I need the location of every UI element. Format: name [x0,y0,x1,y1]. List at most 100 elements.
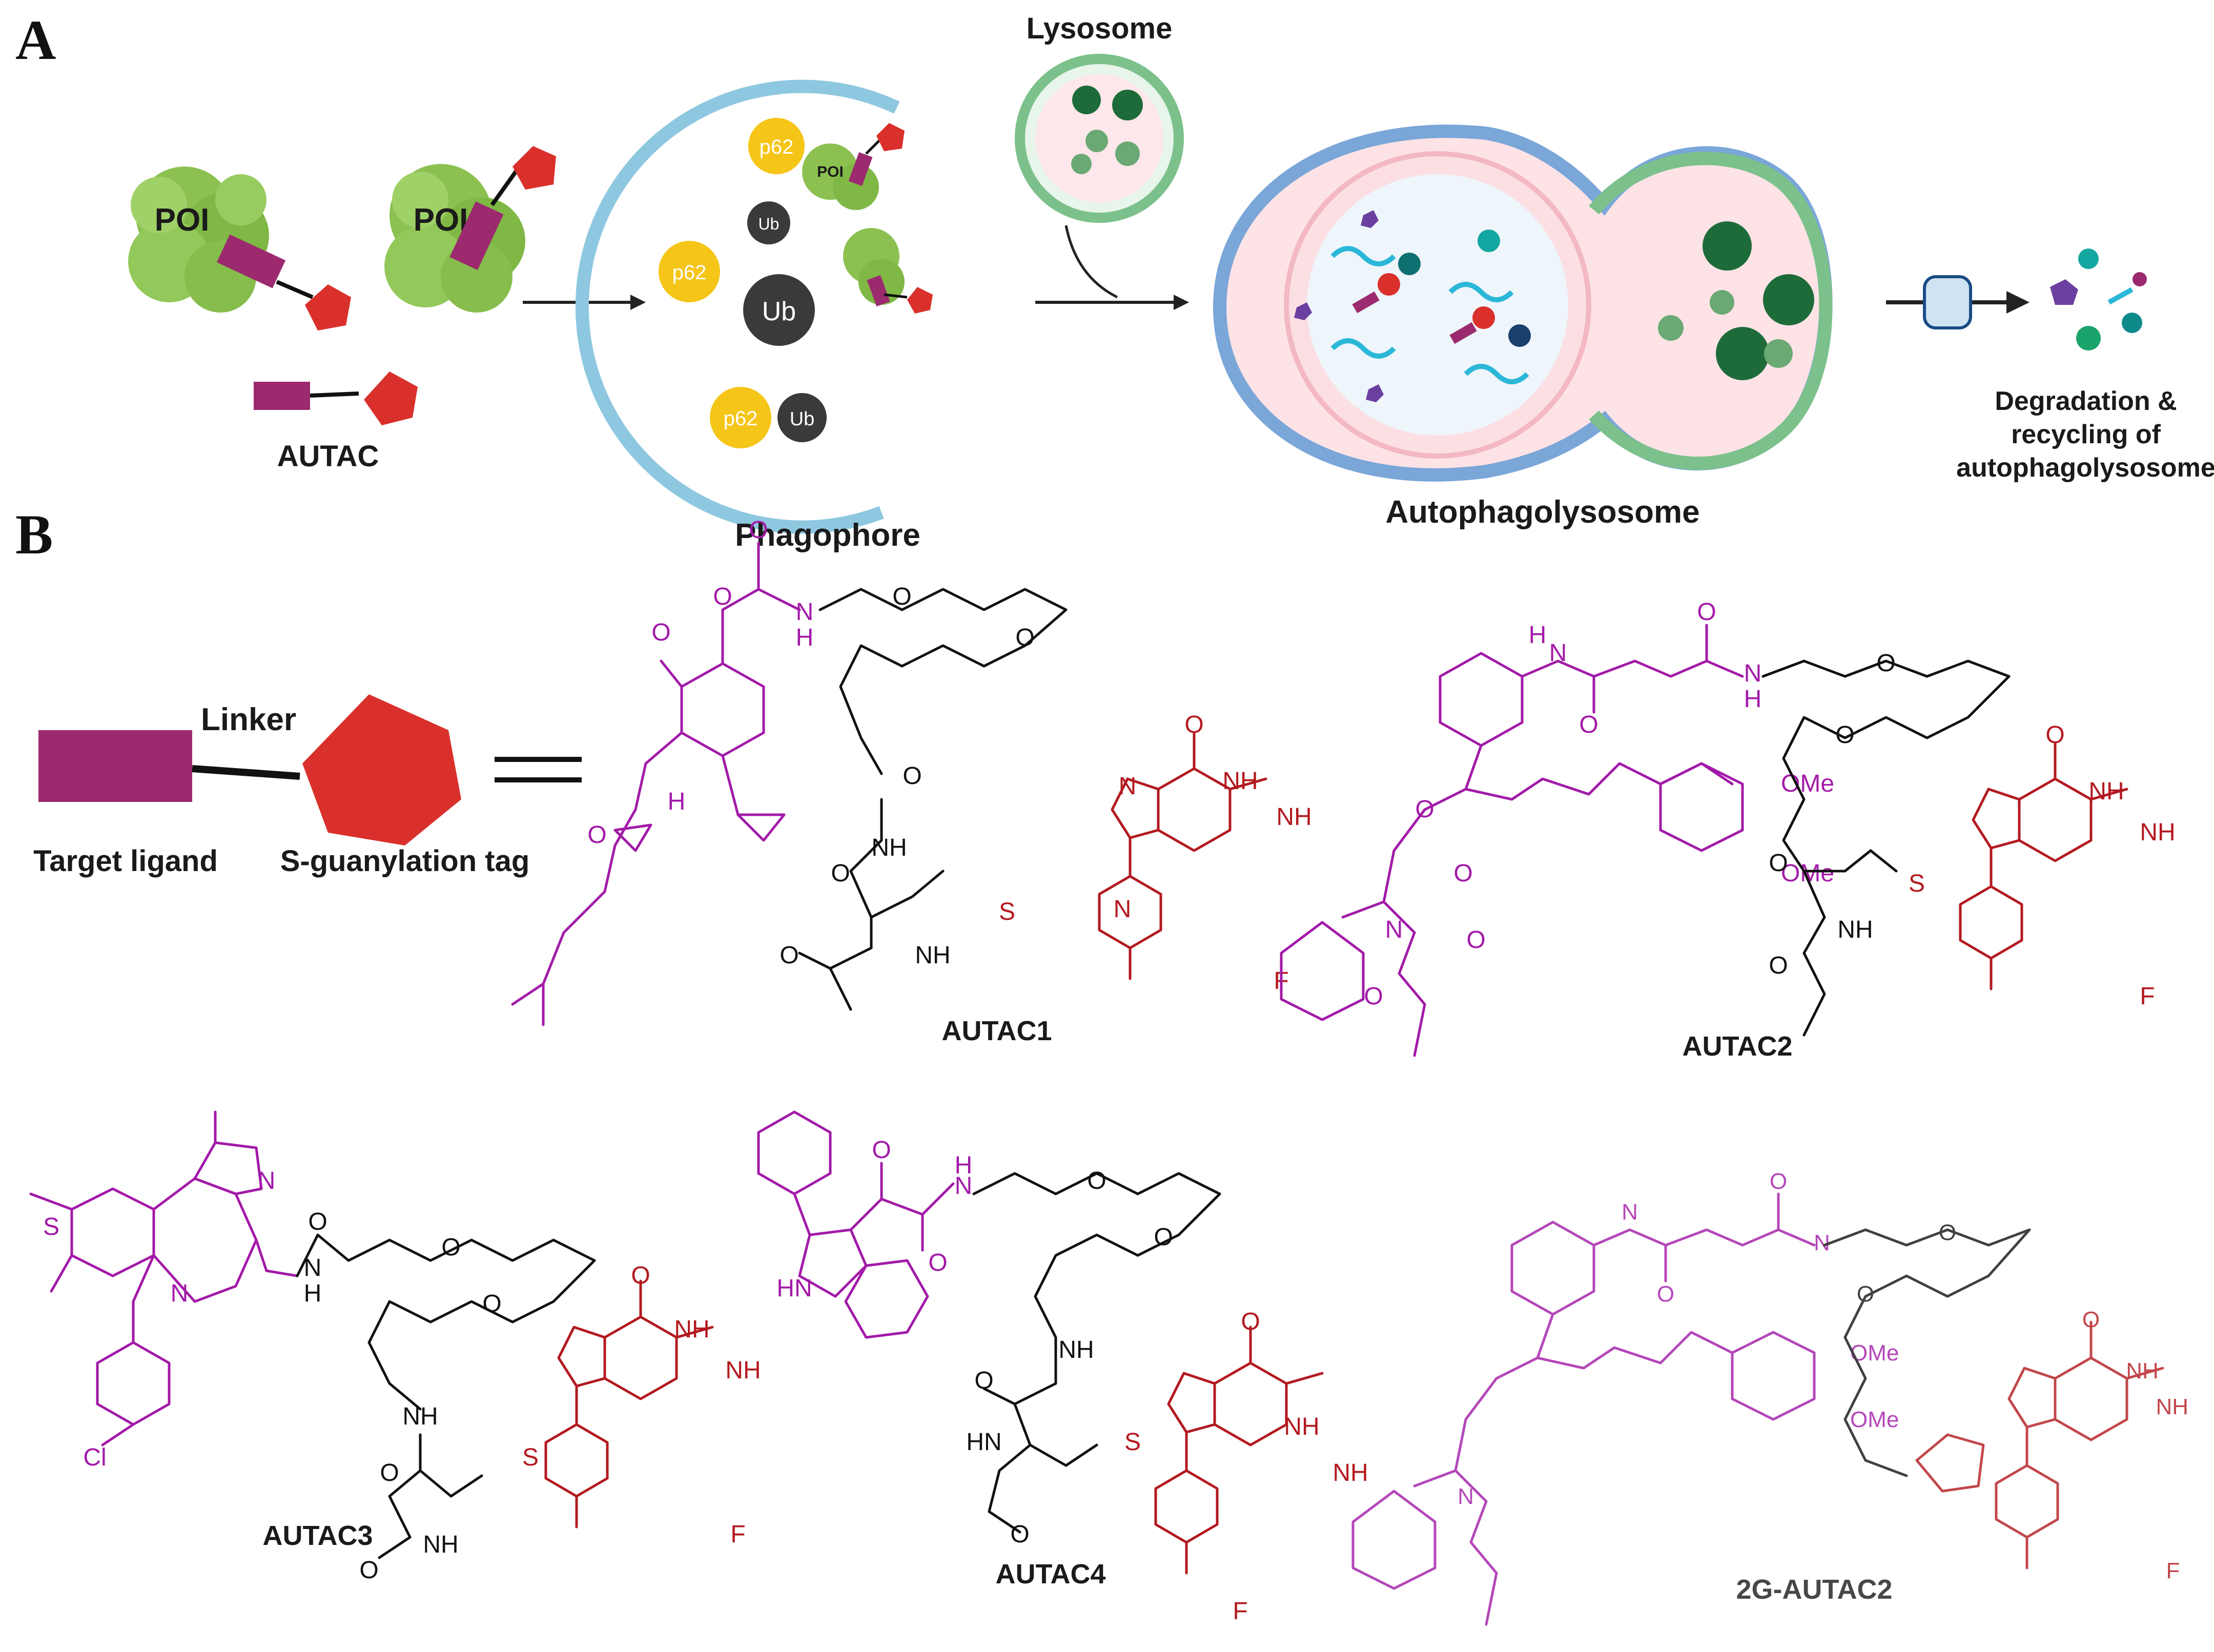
svg-text:O: O [1415,796,1434,823]
autac2-label: AUTAC2 [1683,1031,1793,1062]
target-ligand-rect [38,730,192,802]
tag-label: S-guanylation tag [280,844,530,878]
svg-text:p62: p62 [724,407,758,430]
2g-autac2-label: 2G-AUTAC2 [1736,1574,1892,1605]
svg-text:S: S [43,1213,59,1241]
svg-text:O: O [1697,598,1716,626]
svg-text:N: N [1458,1484,1474,1509]
svg-text:H: H [1744,686,1762,713]
svg-text:Ub: Ub [762,297,796,326]
svg-text:NH: NH [725,1357,761,1384]
tag-pentagon-legend [302,694,461,845]
autophagolysosome: Autophagolysosome [1213,125,1833,530]
svg-text:O: O [1466,926,1485,954]
tag-pentagon [305,284,351,331]
lysosome: Lysosome [1015,12,1184,223]
svg-text:NH: NH [1837,916,1873,943]
svg-text:O: O [1010,1521,1029,1548]
svg-text:N: N [1549,639,1567,667]
svg-text:Ub: Ub [790,408,815,430]
svg-text:F: F [1233,1598,1247,1625]
poi-complex-1: POI [128,167,351,331]
lysosome-label: Lysosome [1027,12,1173,45]
2g-autac2-structure: N O O N OMe OMe N O O O NH NH F 2G-AUTAC… [1351,1169,2188,1626]
target-ligand-block [216,234,286,288]
svg-text:O: O [631,1262,650,1289]
svg-text:Ub: Ub [758,215,780,233]
svg-text:recycling of: recycling of [2011,420,2161,449]
autac-legend: Linker Target ligand S-guanylation tag [33,694,582,878]
free-autac: AUTAC [254,371,418,473]
svg-text:N: N [258,1167,276,1194]
arrow-3 [1886,275,2029,329]
svg-text:NH: NH [871,834,907,861]
svg-text:autophagolysosome: autophagolysosome [1956,453,2214,483]
svg-text:O: O [1241,1308,1260,1335]
svg-text:N: N [1744,660,1762,687]
poi-label-1: POI [155,202,210,238]
svg-text:H: H [304,1280,322,1307]
svg-text:H: H [1529,622,1547,649]
svg-text:OMe: OMe [1850,1407,1899,1432]
svg-text:O: O [359,1557,378,1584]
autac2-structure: H N O O N H O O N O O OMe OMe O O O NH O… [1280,598,2176,1062]
svg-text:N: N [1622,1200,1638,1225]
svg-text:N: N [1385,916,1403,943]
autac3-label: AUTAC3 [263,1520,373,1551]
svg-text:O: O [1154,1224,1173,1251]
svg-text:H: H [955,1152,973,1179]
phagophore: p62 p62 p62 Ub Ub Ub POI Phagophore [575,79,933,553]
autac4-label: AUTAC4 [996,1559,1106,1589]
svg-text:NH: NH [2156,1394,2188,1419]
svg-text:O: O [1087,1167,1106,1194]
svg-text:F: F [2140,983,2155,1010]
panel-a-letter: A [15,9,56,71]
svg-text:O: O [749,517,768,544]
svg-text:NH: NH [915,942,950,969]
svg-text:O: O [1770,1169,1787,1194]
svg-text:O: O [2082,1307,2100,1332]
svg-text:O: O [831,860,850,887]
linker-line [192,765,300,780]
svg-text:NH: NH [2126,1358,2159,1383]
svg-text:N: N [1114,896,1132,923]
autac1-structure: O O O N H H O O O O NH O NH O S O NH NH … [511,517,1312,1046]
linker-label: Linker [201,702,296,737]
svg-text:O: O [1015,624,1034,651]
svg-text:O: O [903,762,921,790]
svg-text:O: O [1657,1282,1674,1307]
autac-label: AUTAC [277,440,379,473]
svg-text:O: O [441,1234,460,1261]
autac4-structure: O O H N HN O O NH O HN O S O NH NH F AUT… [757,1110,1368,1625]
svg-text:O: O [713,583,732,610]
svg-text:Degradation &: Degradation & [1995,386,2177,416]
autac1-label: AUTAC1 [942,1016,1052,1046]
svg-text:N: N [304,1254,322,1282]
svg-text:O: O [1579,711,1598,738]
svg-text:O: O [1184,711,1203,738]
svg-text:O: O [380,1459,399,1486]
svg-text:NH: NH [423,1531,458,1558]
svg-text:F: F [730,1521,745,1548]
svg-text:O: O [872,1137,891,1164]
svg-text:N: N [171,1280,189,1307]
degradation-products: Degradation & recycling of autophagolyso… [1956,249,2214,483]
poi-complex-2: POI [384,146,556,313]
svg-text:NH: NH [674,1316,709,1343]
poi-blob-1 [128,167,269,313]
svg-text:O: O [1876,650,1895,677]
svg-text:S: S [522,1444,539,1471]
arrow-2 [1035,225,1189,310]
svg-text:N: N [955,1172,973,1200]
svg-text:O: O [780,942,798,969]
svg-text:NH: NH [2140,819,2175,846]
svg-text:O: O [1769,850,1788,877]
svg-text:NH: NH [1058,1336,1094,1364]
svg-text:O: O [482,1290,501,1317]
svg-text:H: H [668,788,686,815]
svg-text:NH: NH [402,1403,438,1430]
svg-text:p62: p62 [672,261,707,284]
svg-text:N: N [1119,773,1137,800]
svg-text:S: S [999,898,1015,925]
